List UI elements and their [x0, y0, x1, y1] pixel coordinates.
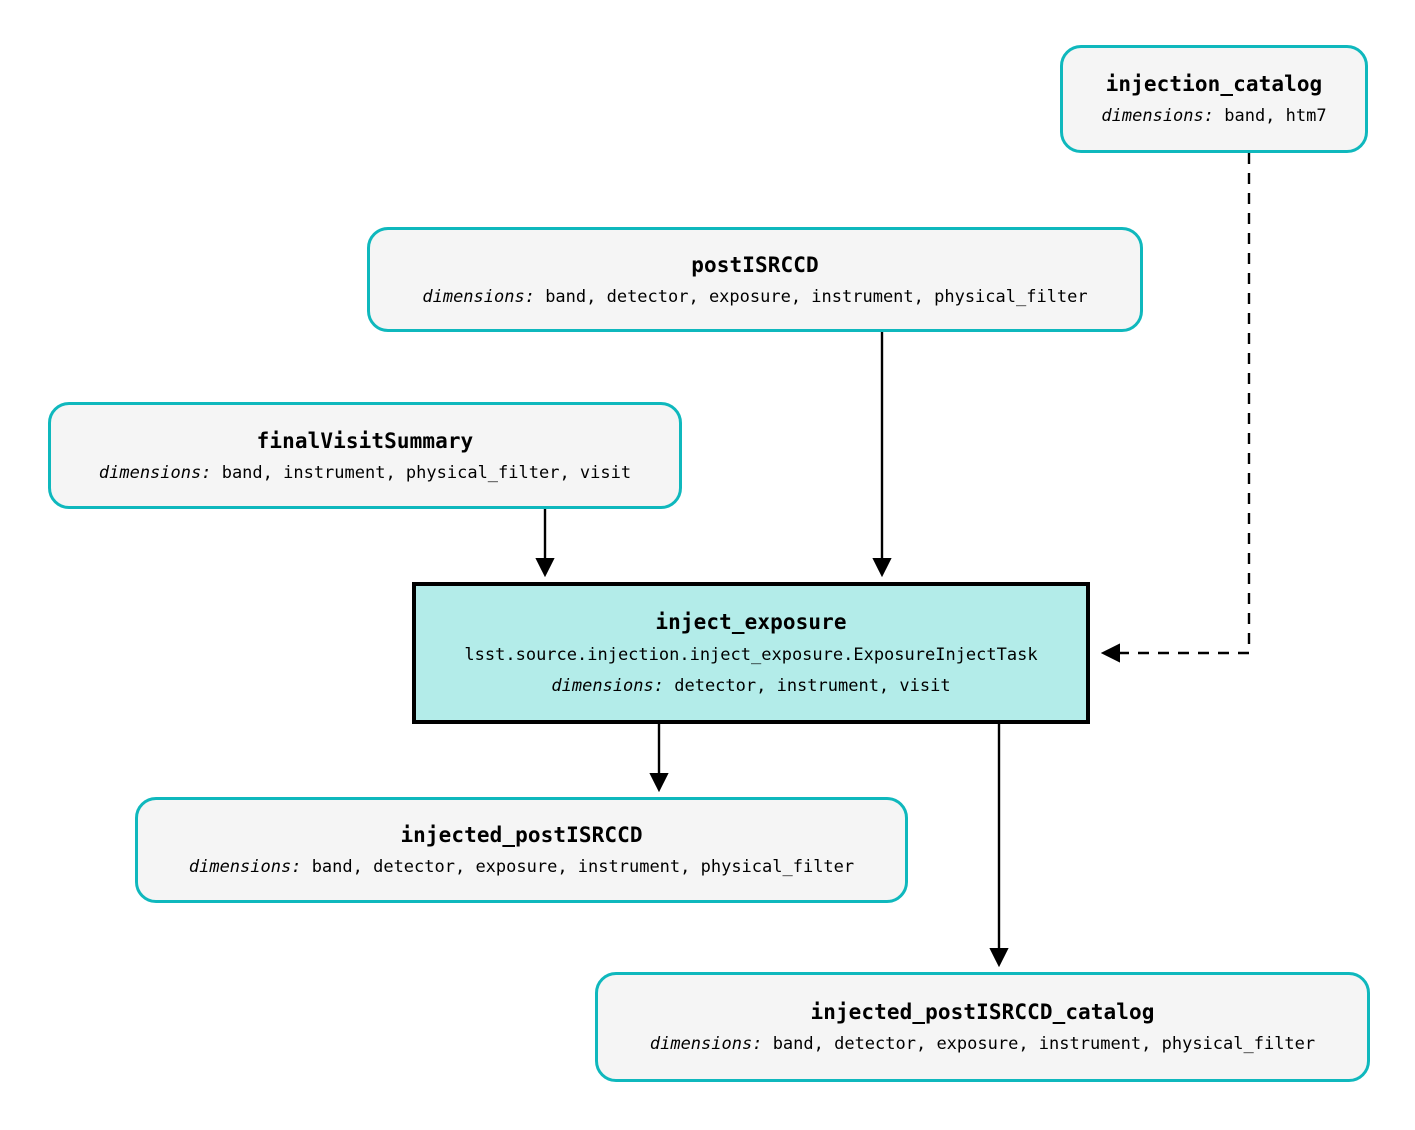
node-title: injected_postISRCCD	[400, 823, 643, 847]
node-title: finalVisitSummary	[256, 428, 474, 453]
node-title: injected_postISRCCD_catalog	[810, 1000, 1155, 1024]
node-dimensions: dimensions: band, detector, exposure, in…	[189, 857, 854, 877]
dimensions-value: band, htm7	[1214, 106, 1327, 126]
node-dimensions: dimensions: band, detector, exposure, in…	[650, 1034, 1315, 1054]
node-title: injection_catalog	[1105, 72, 1323, 96]
dimensions-label: dimensions:	[551, 676, 664, 696]
dataset-node-postisrccd[interactable]: postISRCCD dimensions: band, detector, e…	[367, 227, 1143, 332]
dimensions-label: dimensions:	[1101, 106, 1214, 126]
dataset-node-injected-postisrccd-catalog[interactable]: injected_postISRCCD_catalog dimensions: …	[595, 972, 1370, 1082]
node-title: inject_exposure	[655, 610, 847, 634]
dataset-node-injected-postisrccd[interactable]: injected_postISRCCD dimensions: band, de…	[135, 797, 908, 903]
task-node-inject-exposure[interactable]: inject_exposure lsst.source.injection.in…	[412, 582, 1090, 724]
dataset-node-finalvisitsummary[interactable]: finalVisitSummary dimensions: band, inst…	[48, 402, 682, 509]
dataset-node-injection-catalog[interactable]: injection_catalog dimensions: band, htm7	[1060, 45, 1368, 153]
node-class-path: lsst.source.injection.inject_exposure.Ex…	[464, 645, 1038, 665]
node-title: postISRCCD	[691, 252, 819, 277]
dimensions-value: band, instrument, physical_filter, visit	[211, 462, 632, 483]
dimensions-label: dimensions:	[188, 857, 302, 877]
node-dimensions: dimensions: band, htm7	[1101, 106, 1326, 126]
dimensions-value: band, detector, exposure, instrument, ph…	[762, 1034, 1316, 1054]
dimensions-label: dimensions:	[649, 1034, 763, 1054]
node-dimensions: dimensions: detector, instrument, visit	[551, 676, 950, 696]
dimensions-value: band, detector, exposure, instrument, ph…	[301, 857, 855, 877]
dimensions-label: dimensions:	[422, 286, 535, 307]
node-dimensions: dimensions: band, detector, exposure, in…	[422, 287, 1087, 307]
dimensions-value: band, detector, exposure, instrument, ph…	[534, 286, 1088, 307]
dimensions-label: dimensions:	[98, 462, 212, 483]
node-dimensions: dimensions: band, instrument, physical_f…	[99, 463, 631, 483]
dimensions-value: detector, instrument, visit	[664, 676, 951, 696]
